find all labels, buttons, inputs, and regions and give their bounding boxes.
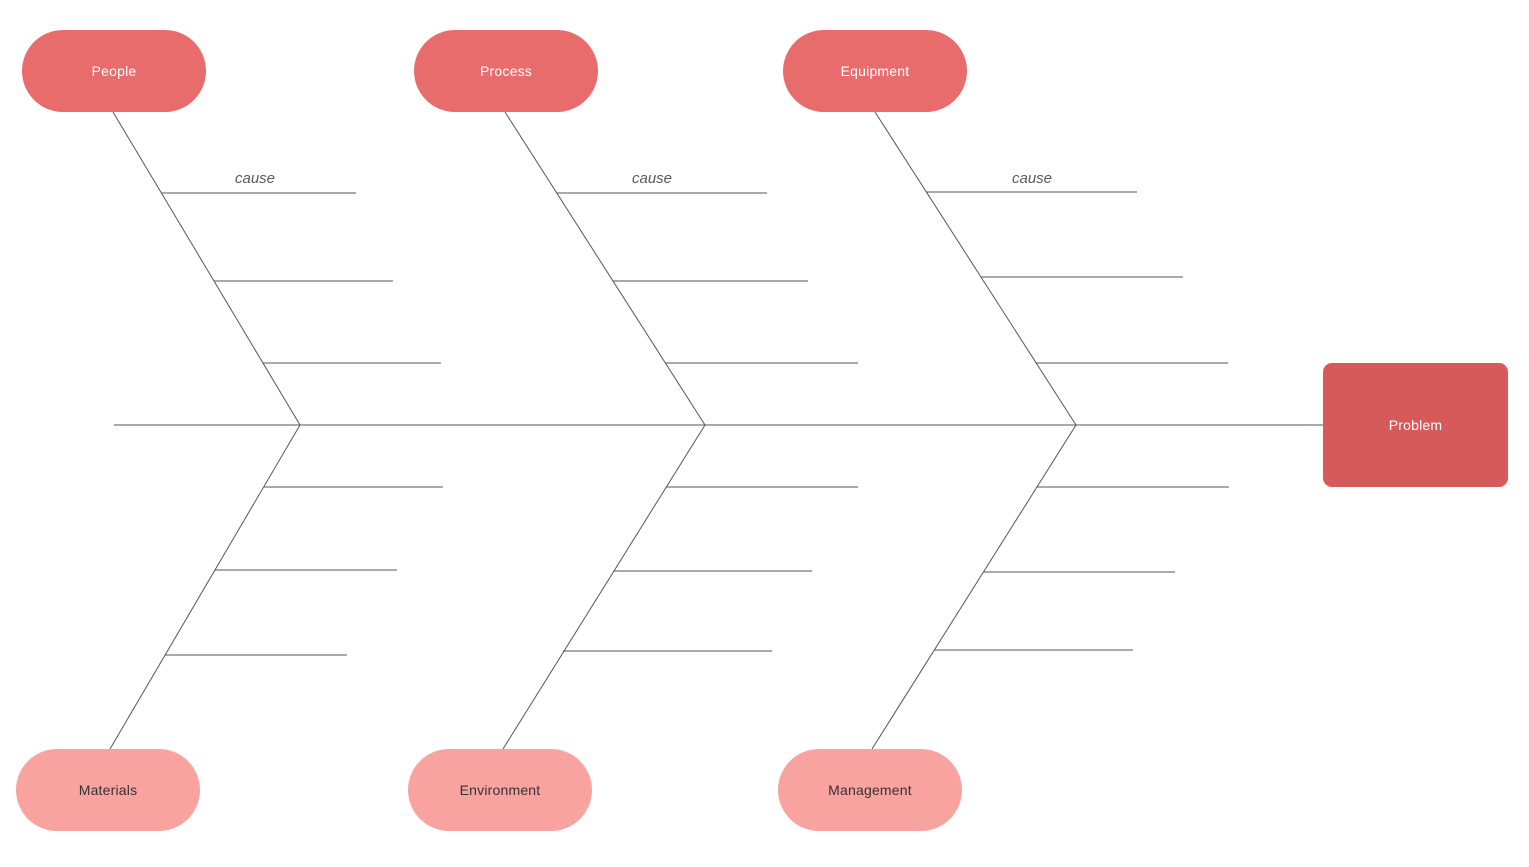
category-pill-management[interactable]: Management (778, 749, 962, 831)
problem-box[interactable]: Problem (1323, 363, 1508, 487)
category-pill-equipment[interactable]: Equipment (783, 30, 967, 112)
category-pill-materials[interactable]: Materials (16, 749, 200, 831)
environment-bone-line[interactable] (502, 424, 706, 750)
category-pill-environment[interactable]: Environment (408, 749, 592, 831)
cause-placeholder-equipment[interactable]: cause (1011, 170, 1053, 187)
category-label-management: Management (828, 782, 912, 798)
people-bone-line[interactable] (112, 111, 301, 426)
category-label-equipment: Equipment (840, 63, 910, 79)
category-label-process: Process (480, 63, 532, 79)
materials-bone-line[interactable] (109, 424, 301, 750)
process-bone-line[interactable] (504, 111, 706, 426)
category-label-people: People (91, 63, 137, 79)
management-bone-line[interactable] (871, 424, 1077, 750)
category-label-materials: Materials (78, 782, 138, 798)
cause-placeholder-process[interactable]: cause (631, 170, 673, 187)
equipment-bone-line[interactable] (874, 111, 1077, 426)
category-pill-people[interactable]: People (22, 30, 206, 112)
category-label-environment: Environment (459, 782, 541, 798)
category-pill-process[interactable]: Process (414, 30, 598, 112)
problem-label: Problem (1388, 417, 1443, 433)
cause-placeholder-people[interactable]: cause (234, 170, 276, 187)
